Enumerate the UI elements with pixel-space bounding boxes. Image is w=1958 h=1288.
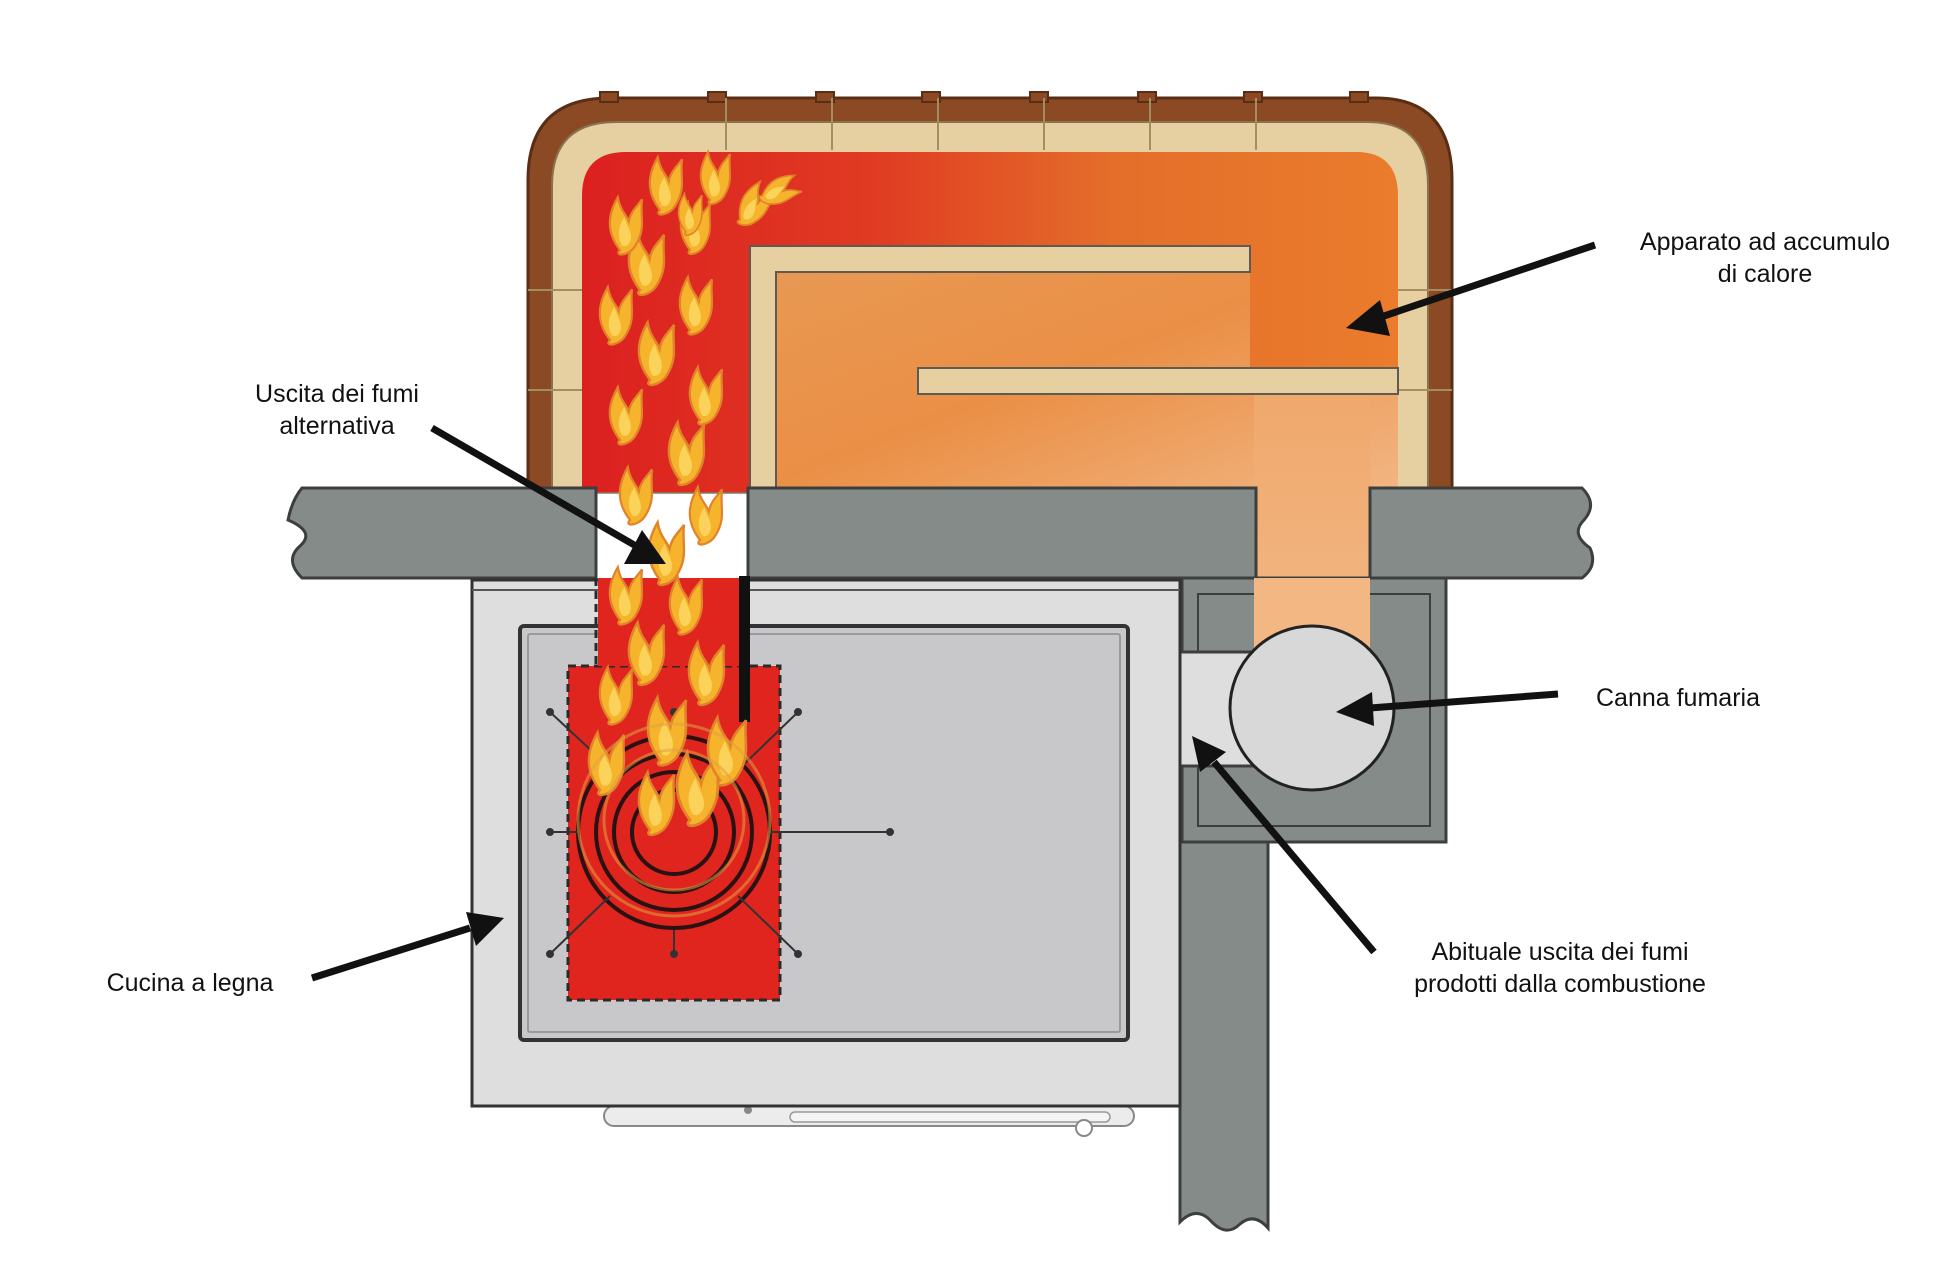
flame-rings: [576, 722, 772, 918]
lower-baffle: [917, 367, 1399, 395]
label-usual-exit-line1: Abituale uscita dei fumi: [1431, 938, 1688, 966]
chimney-stack: [1178, 840, 1270, 1232]
arrow-storage: [1346, 241, 1597, 336]
label-storage-line1: Apparato ad accumulo: [1640, 228, 1890, 256]
label-alt-exit-line1: Uscita dei fumi: [255, 380, 419, 408]
label-storage-line2: di calore: [1718, 260, 1813, 288]
arrow-alt-exit: [430, 424, 666, 564]
arrow-stove: [310, 912, 504, 982]
label-flue: Canna fumaria: [1596, 684, 1760, 712]
arrow-usual-exit: [1192, 736, 1377, 955]
labels: Apparato ad accumulo di calore Uscita de…: [107, 228, 1890, 998]
arrow-icon: [310, 241, 1597, 982]
damper-plate: [739, 576, 750, 722]
label-stove: Cucina a legna: [107, 969, 274, 997]
lining-joints: [528, 98, 1452, 391]
flue-system: [1144, 576, 1448, 1232]
wood-stove: [470, 576, 1182, 1137]
label-usual-exit-line2: prodotti dalla combustione: [1414, 970, 1706, 998]
arrow-flue: [1336, 690, 1559, 726]
label-alt-exit-line2: alternativa: [279, 412, 394, 440]
heat-storage-apparatus: [526, 91, 1454, 652]
floor-slab: [286, 486, 1595, 580]
brick-joints: [599, 91, 1369, 103]
